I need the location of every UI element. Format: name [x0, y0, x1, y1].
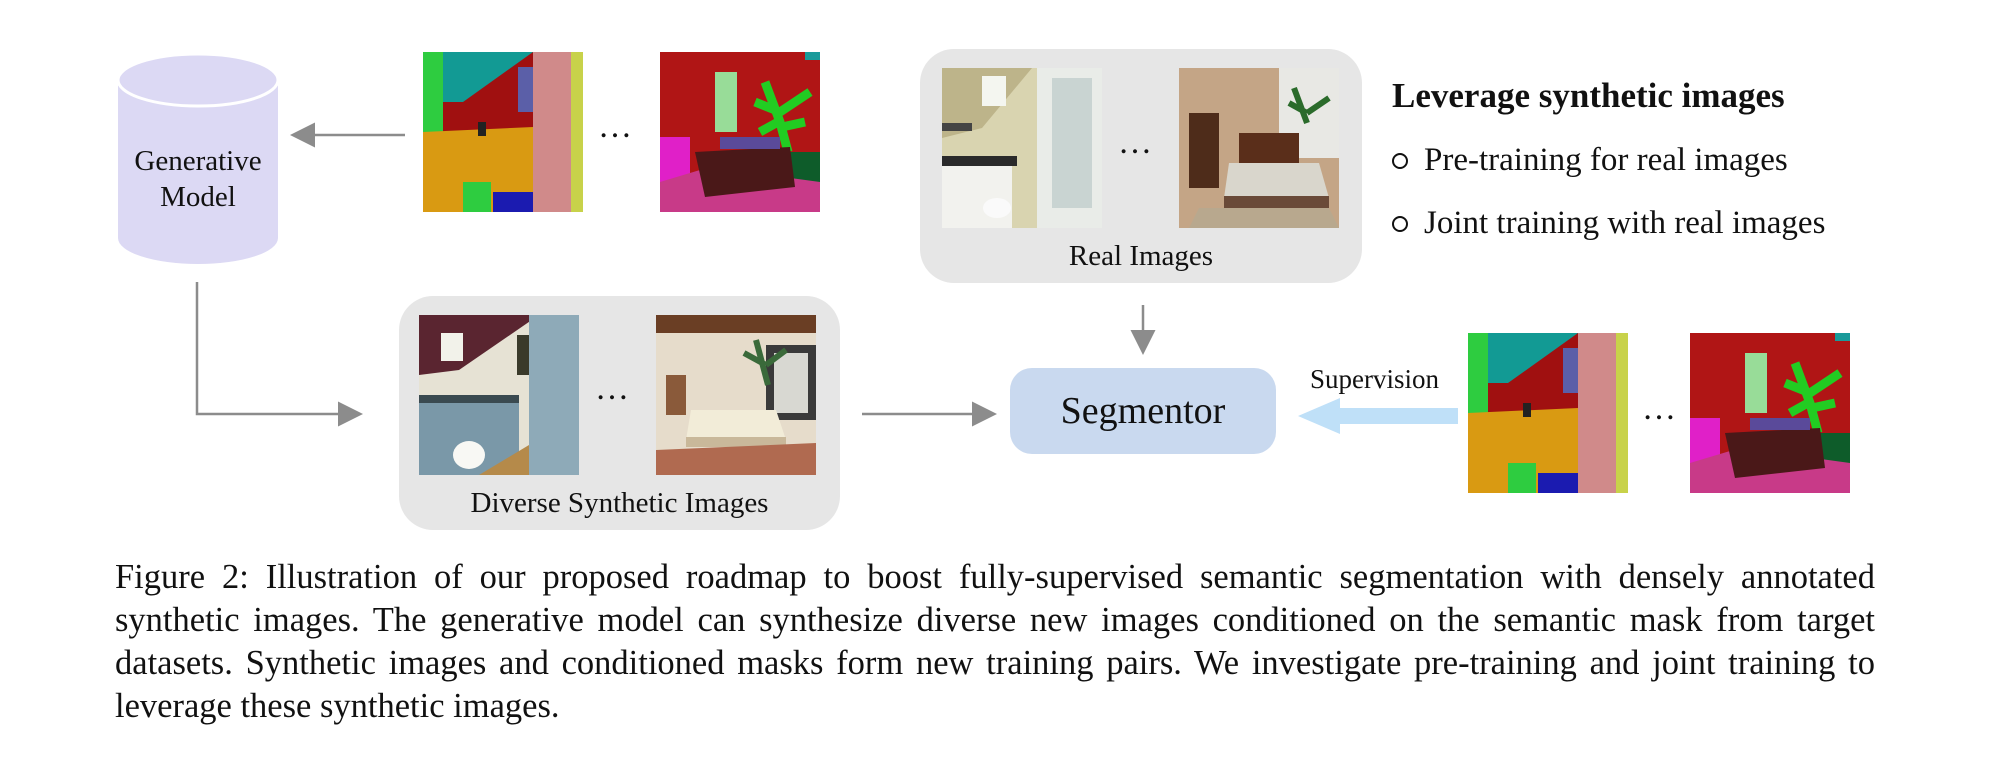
synthetic-image-bedroom [656, 315, 816, 475]
side-item-label: Pre-training for real images [1424, 142, 1788, 178]
ellipsis-real-images: … [1118, 124, 1156, 161]
semantic-mask-bathroom-supervision [1468, 333, 1628, 493]
side-item-joint-training: Joint training with real images [1392, 205, 1825, 242]
generative-model-cylinder-icon [116, 52, 280, 264]
real-image-bathroom [942, 68, 1102, 228]
synthetic-image-bathroom [419, 315, 579, 475]
real-images-label: Real Images [1068, 240, 1214, 272]
bullet-circle-icon [1392, 215, 1408, 232]
bullet-circle-icon [1392, 152, 1408, 169]
figure-caption: Figure 2: Illustration of our proposed r… [115, 558, 1875, 725]
side-item-label: Joint training with real images [1424, 205, 1826, 241]
semantic-mask-bedroom-supervision [1690, 333, 1850, 493]
arrow-model-to-synthetic [195, 282, 363, 427]
segmentor-box: Segmentor [1010, 368, 1276, 454]
supervision-arrow [1298, 398, 1458, 434]
side-item-pretraining: Pre-training for real images [1392, 142, 1788, 179]
real-image-bedroom [1179, 68, 1339, 228]
semantic-mask-bathroom [423, 52, 583, 212]
connector-arrows [195, 122, 1458, 434]
ellipsis-supervision-masks: … [1642, 390, 1680, 427]
ellipsis-synthetic-images: … [595, 370, 633, 407]
side-panel-title: Leverage synthetic images [1392, 76, 1785, 115]
supervision-label: Supervision [1310, 364, 1440, 394]
semantic-mask-bedroom [660, 52, 820, 212]
segmentor-label: Segmentor [1060, 390, 1226, 432]
ellipsis-top-masks: … [598, 108, 636, 145]
synthetic-images-label: Diverse Synthetic Images [470, 487, 769, 519]
